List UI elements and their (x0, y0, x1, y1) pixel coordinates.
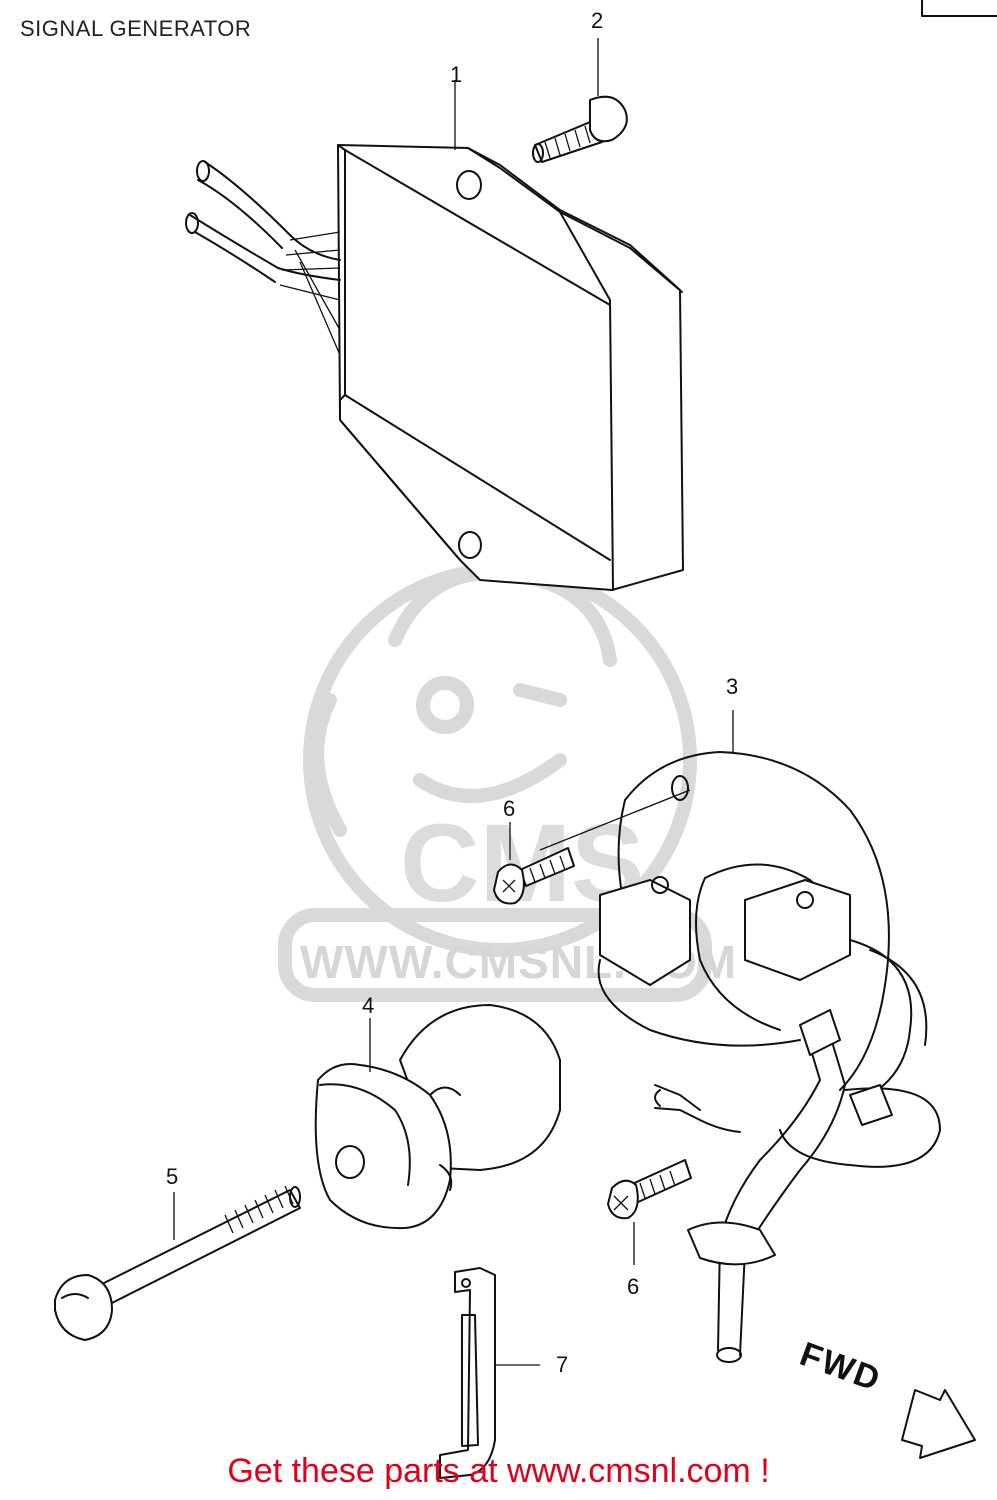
part-3-pickup-plate (597, 751, 941, 1363)
part-5-bolt (54, 1185, 301, 1341)
callout-5: 5 (166, 1164, 179, 1189)
callout-4: 4 (362, 993, 375, 1018)
callout-1: 1 (450, 62, 463, 87)
part-6-screw-upper (493, 789, 691, 905)
part-7-bracket (439, 1267, 496, 1479)
fwd-arrow-icon (901, 1389, 976, 1459)
cmsnl-banner-link[interactable]: Get these parts at www.cmsnl.com ! (227, 1452, 770, 1490)
part-1-control-unit (185, 144, 684, 591)
part-4-rotor (314, 1004, 561, 1230)
callout-6-lower: 6 (627, 1274, 640, 1299)
callout-2: 2 (591, 8, 604, 33)
callout-6-upper: 6 (503, 796, 516, 821)
part-2-screw (532, 95, 628, 163)
page-corner-box (921, 0, 997, 17)
page-title: SIGNAL GENERATOR (20, 16, 252, 41)
callout-3: 3 (726, 674, 739, 699)
part-6-screw-lower (607, 1159, 692, 1220)
callout-7: 7 (556, 1352, 569, 1377)
